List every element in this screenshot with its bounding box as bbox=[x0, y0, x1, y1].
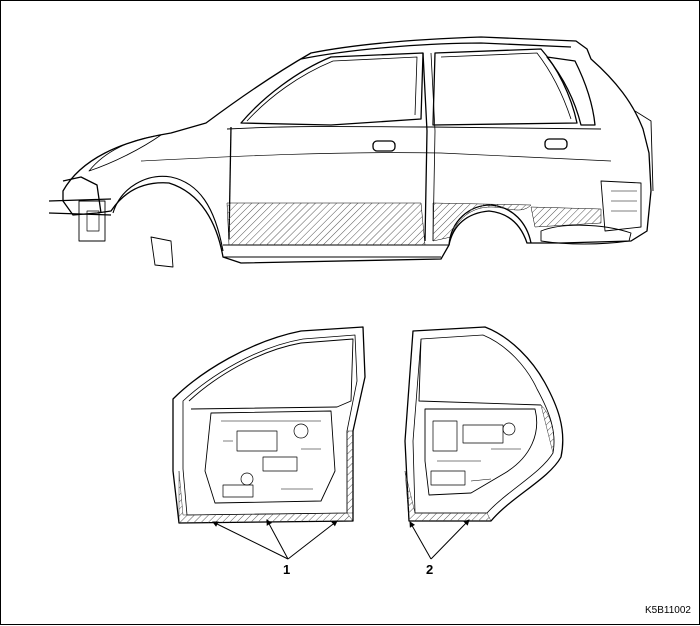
body-hatched-areas bbox=[226, 202, 602, 246]
figure-code: K5B11002 bbox=[645, 605, 691, 616]
callout-1-label: 1 bbox=[283, 562, 291, 577]
front-door-hatch bbox=[178, 430, 354, 524]
rear-door-hatch bbox=[404, 404, 555, 522]
callout-2-label: 2 bbox=[426, 562, 434, 577]
rear-door-panel bbox=[404, 326, 564, 522]
car-body-side-view bbox=[48, 36, 654, 268]
callout-leaders bbox=[212, 519, 470, 560]
front-door-panel bbox=[172, 326, 366, 524]
